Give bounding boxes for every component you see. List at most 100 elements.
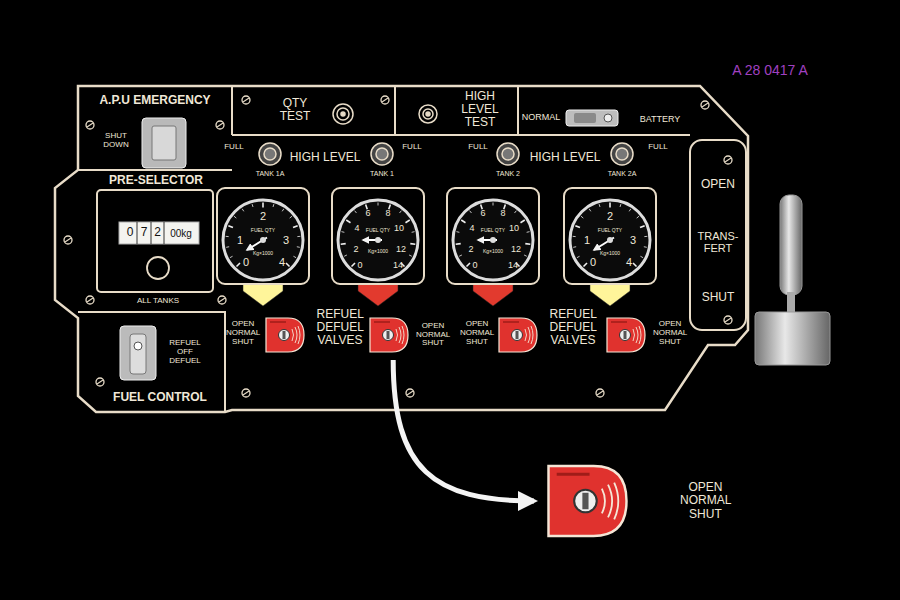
screw <box>242 96 250 104</box>
screw-slot <box>219 298 225 302</box>
gauge-tick <box>409 255 412 256</box>
panel-label: SHUT DOWN <box>103 132 128 150</box>
panel-label: FUEL QTY <box>598 228 622 234</box>
gauge-tick <box>573 236 576 237</box>
panel-label: 3 <box>283 234 289 246</box>
gauge-tick <box>640 226 645 228</box>
gauge-tick <box>351 263 355 267</box>
test-buttons <box>333 104 437 124</box>
panel-label: 1 <box>237 234 243 246</box>
gauge-tick <box>286 263 290 267</box>
screw <box>86 296 94 304</box>
gauge-tick <box>262 203 264 208</box>
gauge-tick <box>410 243 415 245</box>
screw-slot <box>243 391 249 395</box>
panel-label: FULL <box>402 143 422 152</box>
panel-label: REFUEL DEFUEL VALVES <box>317 308 364 348</box>
gauge-tick <box>524 255 527 256</box>
fuel-control-switch <box>120 326 156 380</box>
screw-slot <box>97 380 103 384</box>
gauge-hub <box>607 237 613 243</box>
panel-label: 2 <box>353 245 358 255</box>
valve-switch: OPEN NORMAL SHUT <box>368 316 450 354</box>
panel-label: HIGH LEVEL <box>290 151 361 164</box>
gauge-tick <box>493 203 494 206</box>
panel-label: ALL TANKS <box>137 297 179 306</box>
panel-label: 14 <box>508 261 518 271</box>
panel-label: TANK 1 <box>370 170 394 178</box>
gauge-face <box>223 200 303 280</box>
gauge-tick <box>226 246 229 248</box>
gauge-tick <box>577 256 580 257</box>
valve-switch: OPEN NORMAL SHUT <box>540 462 731 540</box>
screws <box>64 96 732 397</box>
gauge-hub <box>375 237 381 243</box>
gauge-face <box>570 200 650 280</box>
gauge-frame <box>332 188 424 284</box>
gauge-tick <box>230 256 233 257</box>
screw <box>216 121 224 129</box>
panel-label: OPEN NORMAL SHUT <box>226 320 260 346</box>
gauge-hub <box>490 237 496 243</box>
screw-slot <box>702 103 708 107</box>
gauge-tick <box>575 226 580 228</box>
gauge-tick <box>226 236 229 237</box>
switch-symbol <box>549 466 627 536</box>
gauge-tick <box>620 204 622 207</box>
panel-label: REFUEL OFF DEFUEL <box>169 339 201 365</box>
gauge-tick <box>527 231 530 233</box>
gauge-frame <box>447 188 539 284</box>
gauge-tick <box>599 204 601 207</box>
panel-label: TANK 2A <box>608 170 637 178</box>
panel-label: OPEN NORMAL SHUT <box>653 320 687 346</box>
panel-label: FUEL QTY <box>251 228 275 234</box>
gauge-tick <box>456 231 459 233</box>
gauge-tick <box>297 236 300 237</box>
quantity-arrows <box>243 284 630 306</box>
panel-label: 1 <box>584 234 590 246</box>
gauge-tick <box>456 243 461 245</box>
panel-label: HIGH LEVEL TEST <box>446 90 514 130</box>
gauge-face <box>338 200 418 280</box>
gauge-tick <box>573 246 576 248</box>
panel-label: 4 <box>469 224 474 234</box>
switch-positions: OPEN NORMAL SHUT <box>680 481 731 521</box>
panel-label: OPEN <box>701 178 735 191</box>
screw-slot <box>597 391 603 395</box>
panel-label: 6 <box>480 209 485 219</box>
gauge-tick <box>637 216 639 218</box>
panel-label: 12 <box>511 245 521 255</box>
gauge-tick <box>346 220 350 223</box>
fuel-gauges <box>217 188 656 284</box>
panel-label: 2 <box>468 245 473 255</box>
panel-label: 12 <box>396 245 406 255</box>
gauge-tick <box>470 211 472 213</box>
panel-label: 7 <box>141 226 148 239</box>
apu-guard <box>142 118 186 168</box>
screw <box>406 389 414 397</box>
panel-label: 2 <box>154 226 161 239</box>
gauge-frame <box>564 188 656 284</box>
gauge-tick <box>644 246 647 248</box>
panel-label: HIGH LEVEL <box>530 151 601 164</box>
gauge-tick <box>640 256 643 257</box>
gauge-tick <box>581 216 583 218</box>
gauge-tick <box>228 226 233 228</box>
panel-label: FULL <box>224 143 244 152</box>
panel-label: FULL <box>648 143 668 152</box>
panel-label: PRE-SELECTOR <box>109 174 203 187</box>
high-level-lights <box>259 143 633 165</box>
gauge-tick <box>341 243 346 245</box>
screw <box>64 236 72 244</box>
gauge-tick <box>461 220 465 223</box>
gauge-tick <box>297 246 300 248</box>
screw-slot <box>243 98 249 102</box>
gauge-frame <box>217 188 309 284</box>
panel-label: 8 <box>385 209 390 219</box>
gauge-tick <box>459 255 462 256</box>
panel-label: BATTERY <box>640 115 681 125</box>
gauge-tick <box>293 226 298 228</box>
gauge-tick <box>355 211 357 213</box>
gauge-tick <box>234 216 236 218</box>
